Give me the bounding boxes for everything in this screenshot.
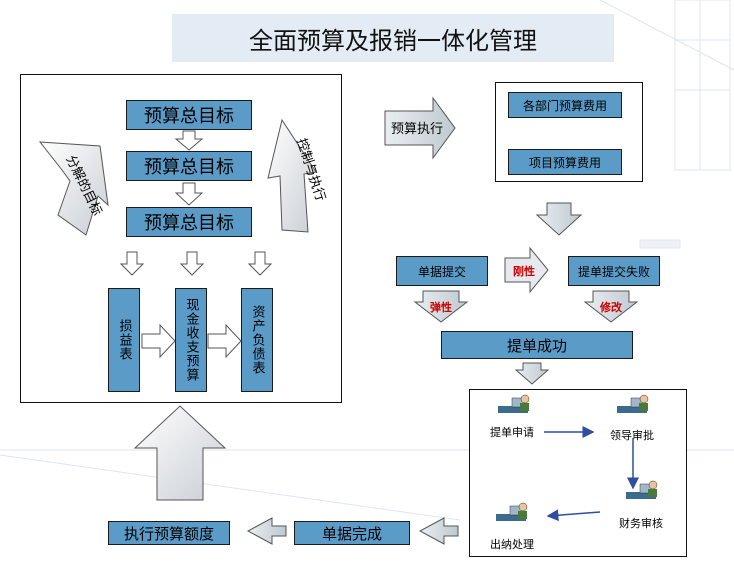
finance-review-label: 财务审核 [619, 517, 663, 530]
person-icon-cashier [496, 502, 528, 521]
person-icon-finance [626, 480, 658, 499]
down-arrow-cost [535, 202, 583, 236]
submit-success: 提单成功 [441, 331, 633, 359]
down-arrow-approval [514, 362, 550, 385]
down-arrow-4 [179, 251, 205, 276]
elastic-label: 弹性 [430, 300, 452, 314]
budget-target-3: 预算总目标 [126, 207, 252, 237]
cash-budget: 现金收支预算 [175, 288, 207, 392]
elastic-arrow [413, 290, 469, 323]
doc-complete: 单据完成 [294, 521, 410, 545]
leader-approve-label: 领导审批 [610, 429, 654, 442]
person-icon-leader [617, 394, 649, 413]
finance-to-cashier-arrow [546, 509, 601, 522]
submit-failed: 提单提交失败 [568, 256, 660, 286]
rigid-arrow [504, 246, 549, 294]
control-arrow [267, 118, 317, 233]
income-statement: 损益表 [108, 288, 140, 392]
balance-sheet: 资产负债表 [241, 288, 273, 392]
budget-target-2: 预算总目标 [126, 151, 252, 181]
big-up-arrow [133, 405, 227, 501]
down-arrow-1 [174, 130, 204, 151]
exec-budget-quota: 执行预算额度 [108, 521, 230, 545]
dept-budget-cost: 各部门预算费用 [508, 92, 622, 118]
project-budget-cost: 项目预算费用 [508, 149, 622, 175]
down-arrow-2 [174, 182, 204, 206]
rigid-label: 刚性 [513, 264, 535, 278]
cashier-label: 出纳处理 [490, 538, 534, 551]
modify-arrow [583, 290, 639, 323]
page-title: 全面预算及报销一体化管理 [172, 14, 614, 62]
down-arrow-5 [247, 251, 273, 276]
left-arrow-bottom-1 [418, 517, 459, 545]
budget-target-1: 预算总目标 [126, 100, 252, 130]
doc-submit: 单据提交 [396, 256, 488, 286]
down-arrow-3 [119, 251, 145, 276]
modify-label: 修改 [599, 300, 623, 314]
right-arrow-2 [207, 323, 242, 359]
person-icon-apply [498, 394, 530, 413]
apply-label: 提单申请 [490, 426, 534, 439]
budget-exec-label: 预算执行 [391, 122, 443, 137]
decompose-arrow [38, 141, 109, 236]
approval-panel [469, 389, 687, 557]
left-arrow-bottom-2 [246, 517, 287, 545]
budget-exec-arrow [384, 96, 456, 160]
right-arrow-1 [141, 323, 176, 359]
